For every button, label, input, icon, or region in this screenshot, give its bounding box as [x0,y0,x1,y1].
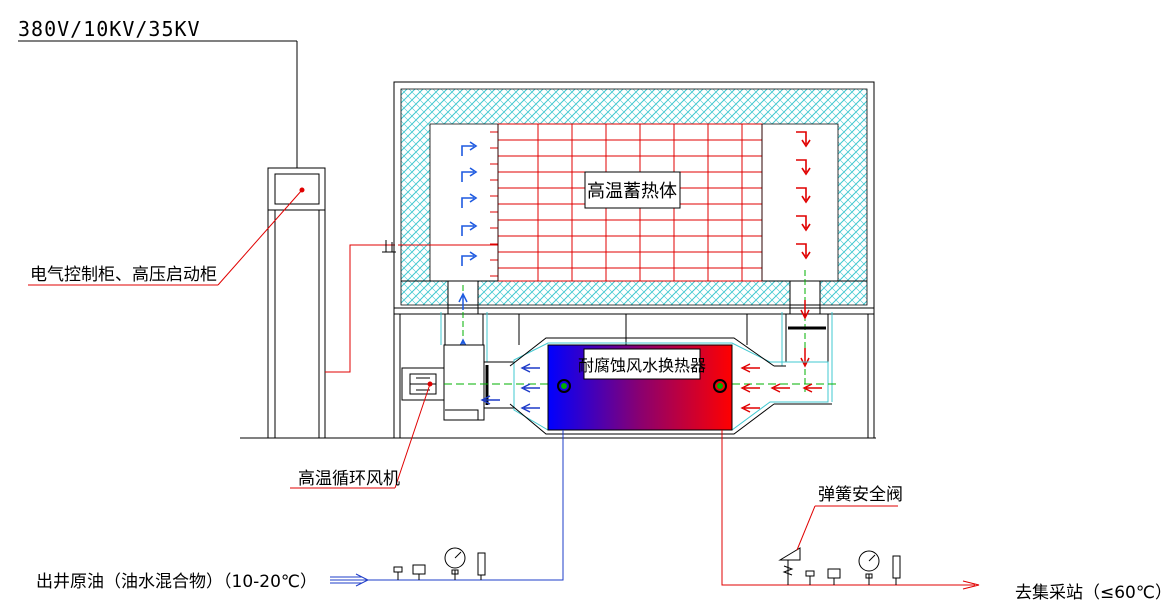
heat-exchanger-label-box [583,348,701,380]
heat-exchanger-label: 耐腐蚀风水换热器 [578,356,706,375]
safety-valve-leader [796,505,898,551]
safety-valve-label: 弹簧安全阀 [818,485,903,505]
outlet-instruments [778,547,901,585]
control-cabinet-label: 电气控制柜、高压启动柜 [30,265,217,285]
exchanger-cold-arrows [480,363,540,413]
hot-air-duct [781,270,833,402]
outlet-pipe [721,430,980,590]
exchanger-hot-arrows [740,363,822,413]
water-inlet-nozzle [557,379,571,393]
circulation-fan [401,344,515,421]
cold-air-arrows [461,141,478,266]
outlet-label: 去集采站（≤60℃） [1015,583,1170,603]
control-cabinet-leader [28,187,305,286]
water-outlet-nozzle-core [717,383,723,389]
lower-frame [393,307,875,439]
fan-leader [290,381,433,489]
heat-exchanger-housing [509,337,832,435]
hot-air-arrows [796,131,811,260]
water-outlet-nozzle [713,379,727,393]
power-line [18,40,298,168]
voltage-label: 380V/10KV/35KV [18,17,201,41]
heat-storage-label-box [584,171,681,209]
heat-storage-label: 高温蓄热体 [587,181,677,202]
control-cabinet [267,167,326,439]
water-inlet-nozzle-core [561,383,567,389]
fan-label: 高温循环风机 [298,469,400,489]
inlet-instruments [393,547,486,580]
inlet-pipe [330,430,564,587]
electric-wire [325,244,395,373]
inlet-label: 出井原油（油水混合物）（10-20℃） [36,572,317,592]
heat-storage-grid [398,123,763,282]
